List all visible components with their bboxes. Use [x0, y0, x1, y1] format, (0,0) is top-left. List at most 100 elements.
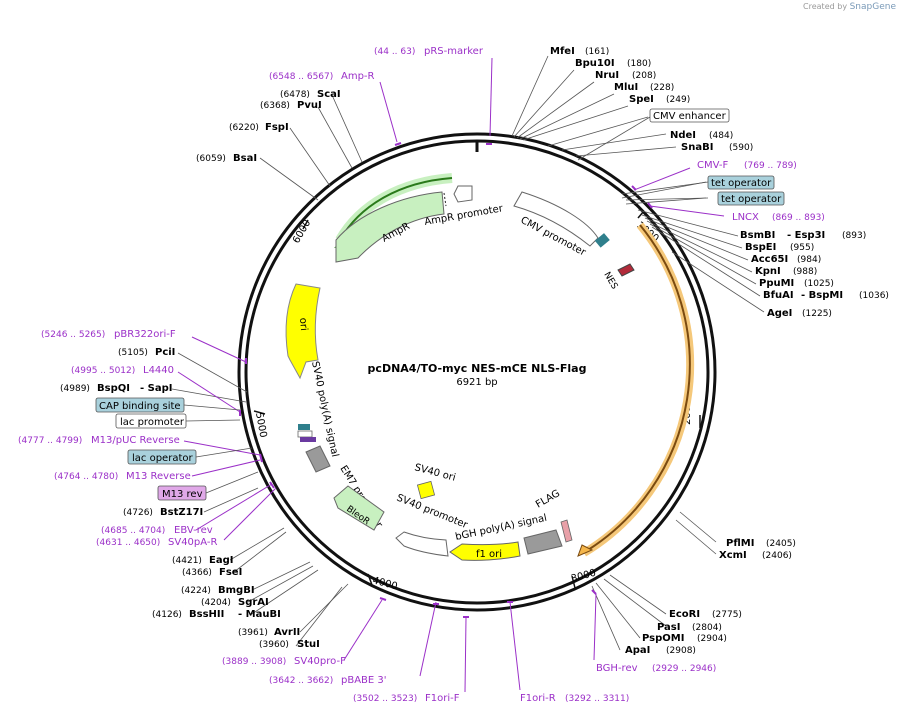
site-avrii: AvrII [274, 627, 300, 638]
primer-cmv-f: CMV-F [697, 160, 728, 171]
site-pos-acc65i: (984) [797, 255, 821, 265]
backbone-outer [237, 132, 717, 612]
site-mlui: MluI [614, 82, 638, 93]
site-maubi: - MauBI [238, 609, 281, 620]
site-pos-bspei: (955) [790, 243, 814, 253]
tick-1000 [637, 210, 645, 219]
bgh-polya-feature [523, 529, 563, 555]
site-bspei: BspEI [745, 242, 776, 253]
primer-range-ebv-rev: (4685 .. 4704) [101, 526, 165, 536]
site-bmgbi: BmgBI [218, 585, 255, 596]
primer-range-bgh-rev: (2929 .. 2946) [652, 664, 716, 674]
nes-label: NES [601, 271, 619, 292]
site-mfei: MfeI [550, 46, 575, 57]
site-pvui: PvuI [297, 100, 322, 111]
site-esp3i: - Esp3I [787, 230, 825, 241]
primer-ebv-rev: EBV-rev [174, 525, 213, 536]
ori-label: ori [297, 317, 309, 331]
primer-pbabe3: pBABE 3' [341, 675, 387, 686]
primer-amp-r: Amp-R [341, 71, 375, 82]
site-bsai: BsaI [233, 153, 257, 164]
feature-label-cmv-enhancer: CMV enhancer [653, 111, 727, 122]
site-pcii: PciI [155, 347, 175, 358]
site-pos-apai: (2908) [666, 646, 696, 656]
primer-sv40pa-r: SV40pA-R [168, 537, 217, 548]
bleoR-feature [333, 485, 385, 531]
primer-l4440: L4440 [143, 365, 174, 376]
site-pos-pflmi: (2405) [766, 539, 796, 549]
feature-label-lac-promoter: lac promoter [120, 417, 185, 428]
primer-f1ori-r: F1ori-R [520, 693, 556, 704]
site-xcmi: XcmI [719, 550, 747, 561]
sv40-promoter-label: SV40 promoter [395, 493, 470, 532]
tick-4000 [367, 573, 373, 586]
feature-label-lac-operator: lac operator [132, 453, 193, 464]
site-pos-bsshii: (4126) [152, 610, 182, 620]
site-bpu10i: Bpu10I [575, 58, 615, 69]
site-bsshii: BssHII [189, 609, 224, 620]
primer-lncx: LNCX [732, 212, 759, 223]
site-pspomi: PspOMI [642, 633, 684, 644]
site-bstz17i: BstZ17I [160, 507, 203, 518]
primer-range-l4440: (4995 .. 5012) [71, 366, 135, 376]
snapgene-watermark: Created by SnapGene [803, 2, 896, 12]
site-pos-xcmi: (2406) [762, 551, 792, 561]
feature-box-tet-operator-2 [717, 191, 785, 206]
site-scai: ScaI [317, 89, 341, 100]
site-pos-bpu10i: (180) [627, 59, 651, 69]
site-pflmi: PflMI [726, 538, 754, 549]
primer-range-f1ori-f: (3502 .. 3523) [353, 694, 417, 704]
site-acc65i: Acc65I [751, 254, 788, 265]
site-pos-kpni: (988) [793, 267, 817, 277]
sv40-ori-label: SV40 ori [413, 462, 457, 484]
feature-label-m13-rev: M13 rev [162, 489, 203, 500]
site-pos-pspomi: (2904) [697, 634, 727, 644]
site-pos-pvui: (6368) [260, 101, 290, 111]
site-bspqi: BspQI [97, 383, 130, 394]
site-pasi: PasI [657, 622, 680, 633]
site-pos-ecori: (2775) [712, 610, 742, 620]
site-agei: AgeI [767, 308, 792, 319]
primer-hit-marks [239, 142, 653, 618]
site-bsmbi: BsmBI [740, 230, 775, 241]
m13-rev-mark [300, 437, 316, 442]
tick-6000 [302, 219, 309, 230]
site-pos-bmgbi: (4224) [181, 586, 211, 596]
site-sapi: - SapI [140, 383, 172, 394]
site-spei: SpeI [629, 94, 654, 105]
site-nrui: NruI [595, 70, 619, 81]
site-bspmi: - BspMI [801, 290, 843, 301]
watermark-prefix: Created by [803, 2, 848, 11]
site-pos-pasi: (2804) [692, 623, 722, 633]
feature-box-cmv-enhancer [649, 108, 730, 123]
site-pos-nrui: (208) [632, 71, 656, 81]
feature-box-lac-operator [127, 449, 197, 465]
ampR-feature [335, 191, 445, 263]
site-pos-bstz17i: (4726) [123, 508, 153, 518]
primer-range-cmv-f: (769 .. 789) [744, 161, 797, 171]
tick-label-3000: 3000 [570, 568, 597, 585]
nes-feature [617, 263, 635, 277]
ampR-promoter-feature [453, 185, 473, 203]
plasmid-name: pcDNA4/TO-myc NES-mCE NLS-Flag [368, 362, 587, 375]
feature-box-m13-rev [157, 485, 207, 501]
lac-promoter-mark [297, 430, 313, 438]
primer-range-lncx: (869 .. 893) [772, 213, 825, 223]
primer-m13-reverse: M13 Reverse [126, 471, 191, 482]
watermark-brand: SnapGene [849, 2, 896, 12]
primer-range-pbr322ori-f: (5246 .. 5265) [41, 330, 105, 340]
primer-range-sv40pro-f: (3889 .. 3908) [222, 657, 286, 667]
cmv-promoter-feature [513, 191, 599, 247]
site-kpni: KpnI [755, 266, 781, 277]
sv40-promoter-feature [395, 531, 449, 557]
top-site-leaders [171, 55, 765, 651]
site-pos-pcii: (5105) [118, 348, 148, 358]
site-pos-mfei: (161) [585, 47, 609, 57]
primer-range-prs-marker: (44 .. 63) [374, 47, 415, 57]
site-pos-ppumi: (1025) [804, 279, 834, 289]
site-pos-fsei: (4366) [182, 568, 212, 578]
site-pos-bsmbi: (893) [842, 231, 866, 241]
primer-bgh-rev: BGH-rev [596, 663, 638, 674]
sv40-ori-feature [416, 480, 436, 500]
site-pos-snabi: (590) [729, 143, 753, 153]
